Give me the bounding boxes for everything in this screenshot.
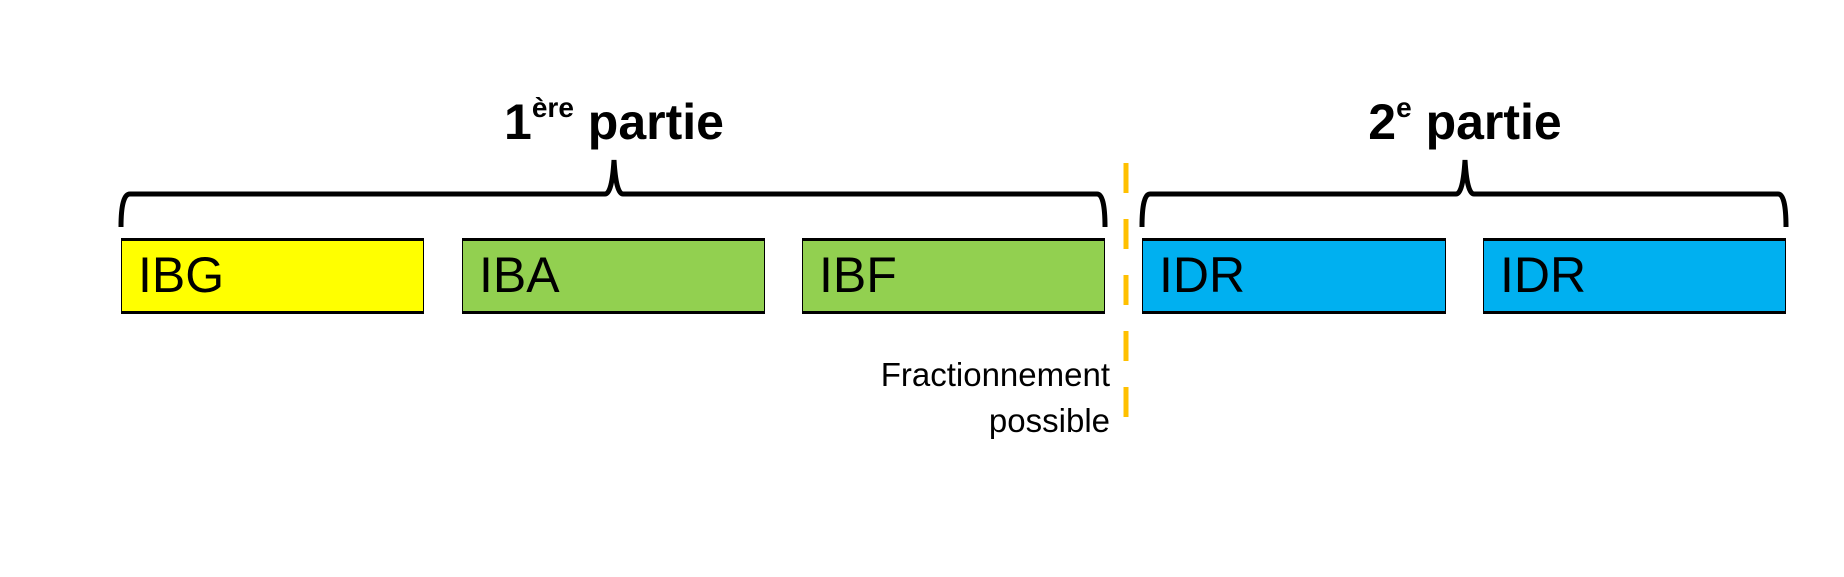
split-note: Fractionnement possible: [881, 352, 1110, 444]
box-ibg: IBG: [121, 238, 424, 314]
box-iba: IBA: [462, 238, 765, 314]
box-idr-1: IDR: [1142, 238, 1446, 314]
box-label: IBA: [479, 246, 560, 303]
brace-part-2: [1139, 159, 1789, 228]
box-label: IBF: [819, 246, 897, 303]
brace-part-1: [118, 159, 1108, 228]
split-note-line-1: Fractionnement: [880, 356, 1110, 393]
part-1-title: 1ère partie: [504, 92, 724, 150]
box-idr-2: IDR: [1483, 238, 1786, 314]
box-label: IDR: [1159, 246, 1246, 303]
box-ibf: IBF: [802, 238, 1105, 314]
box-label: IDR: [1500, 246, 1587, 303]
box-label: IBG: [138, 246, 225, 303]
split-note-line-2: possible: [988, 402, 1110, 439]
part-2-title: 2e partie: [1368, 92, 1562, 150]
